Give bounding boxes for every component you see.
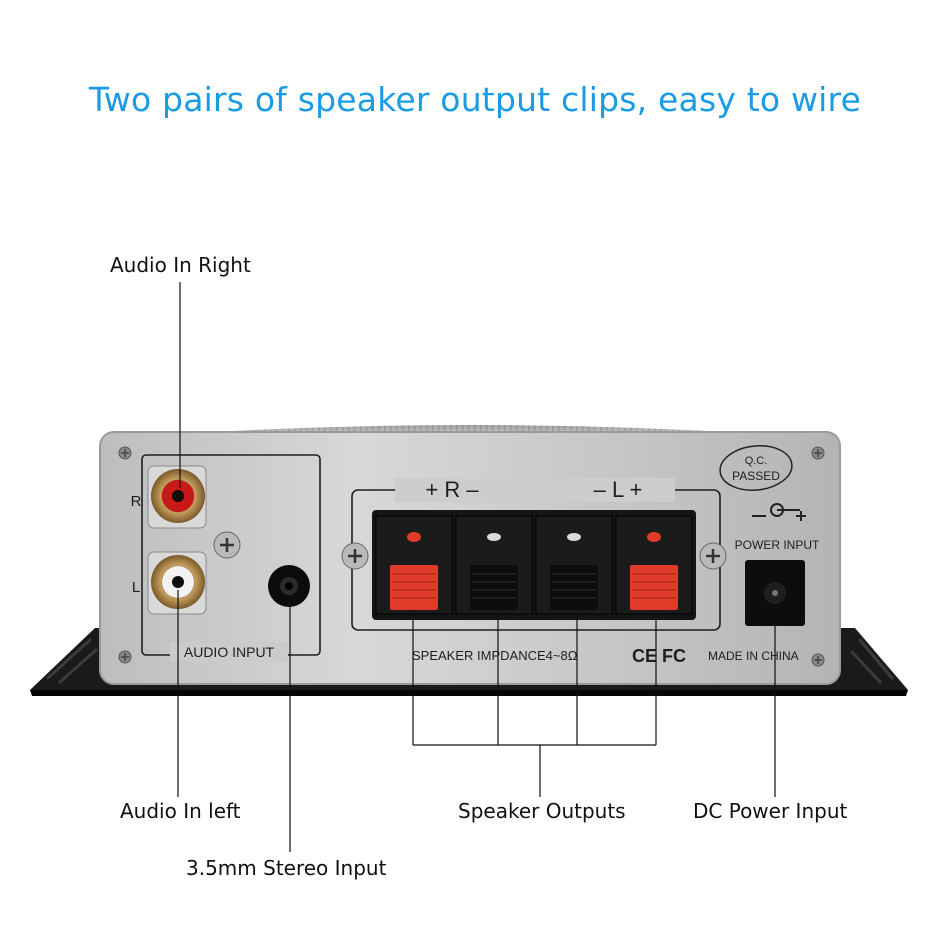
dc-power-jack xyxy=(745,560,805,626)
rca-jack-right xyxy=(147,465,207,529)
callout-audio-in-right: Audio In Right xyxy=(110,253,251,277)
made-in-label: MADE IN CHINA xyxy=(708,649,799,663)
l-label: L xyxy=(132,579,140,596)
qc-line2: PASSED xyxy=(732,469,780,483)
dc-polarity-icon xyxy=(752,503,806,521)
headline: Two pairs of speaker output clips, easy … xyxy=(88,80,862,119)
audio-input-label: AUDIO INPUT xyxy=(184,644,275,660)
callout-lines xyxy=(177,282,776,852)
stereo-3-5mm-jack xyxy=(268,565,310,607)
qc-passed-sticker: Q.C. PASSED xyxy=(719,445,793,491)
panel-screw xyxy=(213,531,241,559)
terminal-r-plus xyxy=(375,515,453,615)
panel-screw-right xyxy=(699,542,727,570)
speaker-header-right: + R – xyxy=(425,477,479,502)
impedance-label: SPEAKER IMPDANCE4~8Ω xyxy=(412,648,578,663)
r-label: R xyxy=(131,493,142,510)
terminal-l-plus xyxy=(615,515,693,615)
callout-stereo-input: 3.5mm Stereo Input xyxy=(186,856,387,880)
callout-audio-in-left: Audio In left xyxy=(120,799,241,823)
speaker-header-left: – L + xyxy=(594,477,643,502)
callout-speaker-outputs: Speaker Outputs xyxy=(458,799,626,823)
terminal-r-minus xyxy=(455,515,533,615)
terminal-l-minus xyxy=(535,515,613,615)
certification-marks: CE FC xyxy=(632,646,686,666)
power-input-label: POWER INPUT xyxy=(735,538,820,552)
corner-screws xyxy=(118,446,825,667)
qc-line1: Q.C. xyxy=(745,455,768,467)
panel-screw-left xyxy=(341,542,369,570)
speaker-terminals xyxy=(372,510,696,620)
callout-dc-power-input: DC Power Input xyxy=(693,799,848,823)
rca-jack-left xyxy=(147,551,207,615)
